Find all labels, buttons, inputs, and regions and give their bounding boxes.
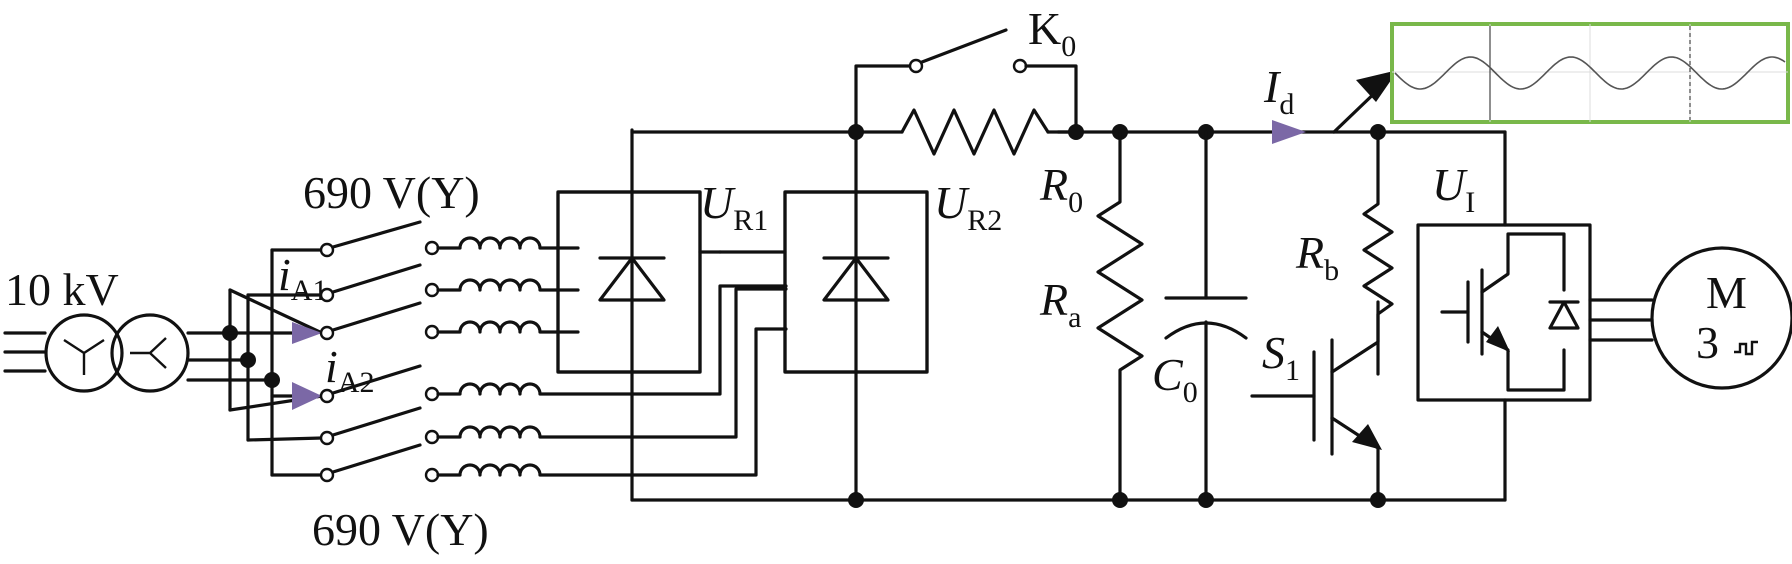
rb-label: Rb (1295, 227, 1339, 287)
capacitor-c0 (1164, 130, 1248, 502)
inverter-ui (1416, 130, 1592, 502)
current-arrow-iA1 (228, 322, 322, 344)
transformer-symbol (44, 313, 190, 393)
upper-switch-group (319, 220, 440, 341)
lower-winding-label: 690 V(Y) (312, 504, 489, 555)
resistor-rb (1362, 130, 1394, 376)
s1-label: S1 (1262, 327, 1300, 387)
bypass-switch-k0 (854, 28, 1078, 134)
source-voltage-label: 10 kV (5, 264, 119, 315)
iA2-label: iA2 (325, 341, 374, 399)
ur2-label: UR2 (934, 177, 1002, 237)
k0-label: K0 (1028, 3, 1076, 63)
motor-main-label: M (1706, 267, 1747, 318)
iA1-label: iA1 (278, 249, 327, 307)
motor-feed-lines (1588, 298, 1654, 342)
c0-label: C0 (1152, 349, 1198, 409)
rectifier-ur1 (556, 128, 702, 502)
ra-label: Ra (1039, 274, 1081, 334)
probe-arrow (1332, 70, 1398, 134)
scope-waveform (1394, 56, 1786, 90)
ui-label: UI (1432, 159, 1475, 219)
ur1-label: UR1 (700, 177, 768, 237)
r0-label: R0 (1039, 159, 1083, 219)
scope-inset (1390, 22, 1790, 124)
dc-current-arrow-id (1272, 120, 1306, 144)
lower-inductors (436, 284, 788, 477)
upper-winding-label: 690 V(Y) (303, 167, 480, 218)
current-arrow-iA2 (270, 382, 322, 410)
vertical-buses (222, 248, 280, 477)
rectifier-ur2 (783, 128, 929, 502)
id-label: Id (1263, 61, 1294, 121)
motor (1650, 246, 1792, 390)
source-lines (3, 331, 47, 373)
resistor-ra (1096, 130, 1144, 502)
motor-phase-label: 3 (1696, 317, 1719, 368)
upper-inductors (436, 236, 580, 334)
chopper-switch-s1 (1250, 300, 1382, 502)
